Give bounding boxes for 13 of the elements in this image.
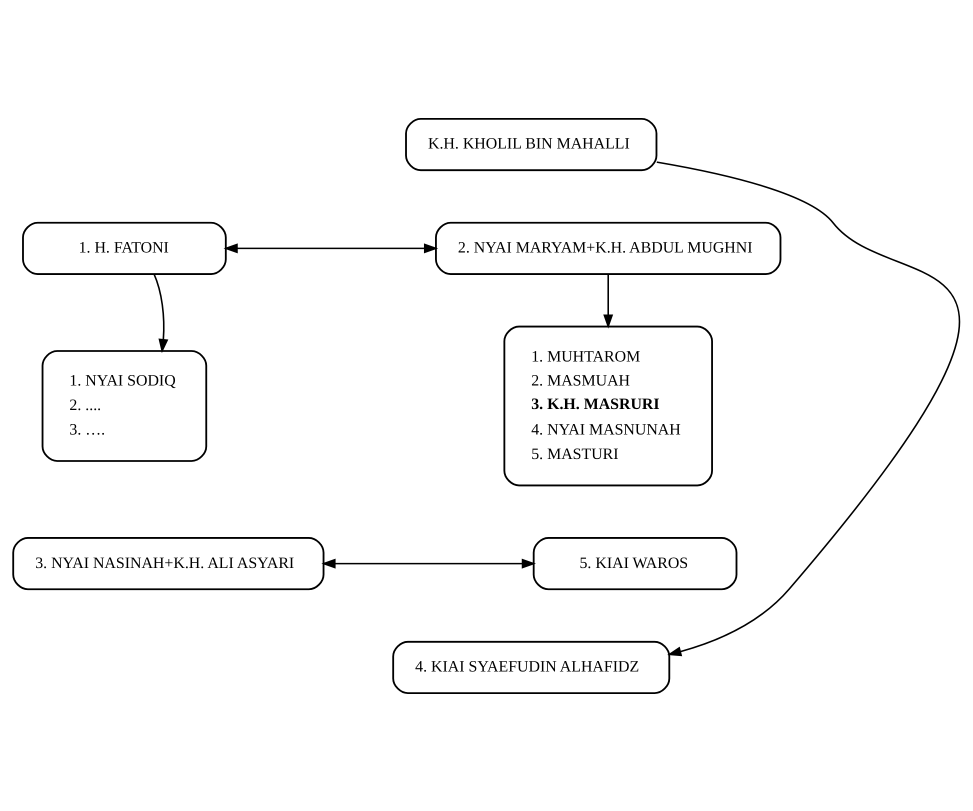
arrow: [321, 558, 536, 568]
node-box: 3. NYAI NASINAH+K.H. ALI ASYARI: [12, 536, 324, 590]
arrow: [656, 160, 960, 656]
node-box: 1. MUHTAROM 2. MASMUAH 3. K.H. MASRURI 4. NYAI MASNUNAH 5. MASTURI: [503, 325, 713, 486]
arrow: [224, 242, 438, 253]
node-box: 2. NYAI MARYAM+K.H. ABDUL MUGHNI: [435, 221, 782, 274]
node-box: 5. KIAI WAROS: [532, 536, 738, 590]
node-box: 1. H. FATONI: [22, 221, 227, 274]
node-box: K.H. KHOLIL BIN MAHALLI: [405, 117, 658, 171]
arrow: [603, 274, 614, 328]
arrow: [153, 273, 168, 353]
node-box: 1. NYAI SODIQ 2. .... 3. ….: [42, 350, 208, 462]
node-box: 4. KIAI SYAEFUDIN ALHAFIDZ: [392, 640, 670, 694]
